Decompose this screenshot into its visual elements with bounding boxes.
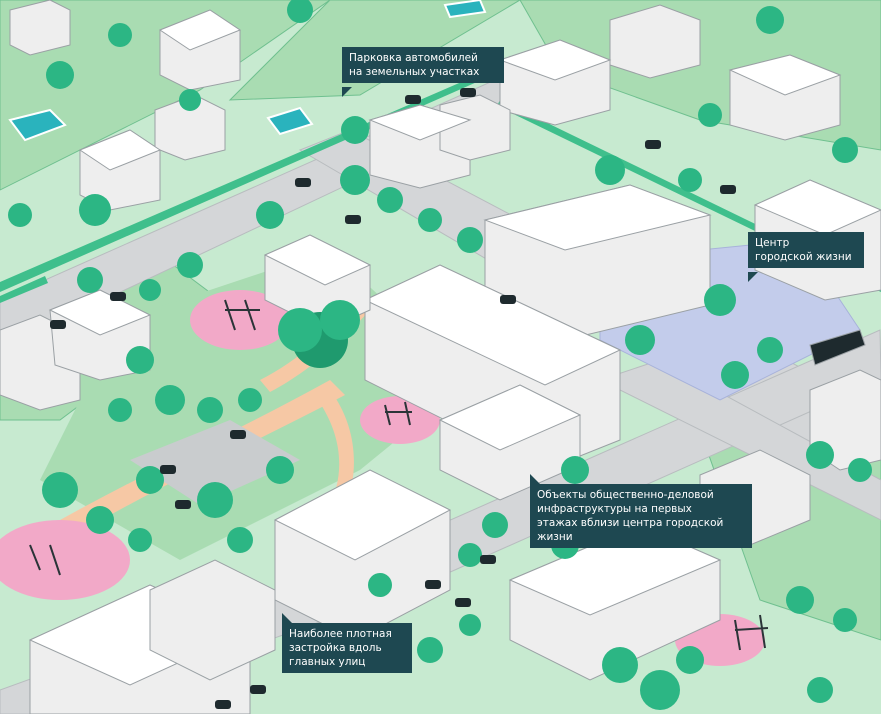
playground-equipment bbox=[29, 299, 769, 651]
trees bbox=[8, 0, 872, 710]
callout-parking-line-1: Парковка автомобилей bbox=[349, 52, 478, 64]
callout-city-center-line-2: городской жизни bbox=[755, 251, 852, 263]
callout-public-business-objects: Объекты общественно-деловой инфраструкту… bbox=[530, 484, 752, 548]
callout-dense-pointer bbox=[282, 613, 292, 623]
callout-dense-development: Наиболее плотная застройка вдоль главных… bbox=[282, 623, 412, 673]
callout-dense-line-2: застройка вдоль bbox=[289, 642, 382, 654]
pools bbox=[8, 0, 487, 142]
callout-objects-pointer bbox=[530, 474, 540, 484]
callout-city-center-pointer bbox=[748, 272, 758, 282]
callout-dense-line-3: главных улиц bbox=[289, 656, 366, 668]
callout-objects-line-4: жизни bbox=[537, 531, 573, 543]
callout-objects-line-3: этажах вблизи центра городской bbox=[537, 517, 724, 529]
callout-city-center: Центр городской жизни bbox=[748, 232, 864, 268]
callout-parking: Парковка автомобилей на земельных участк… bbox=[342, 47, 504, 83]
callout-parking-pointer bbox=[342, 87, 352, 97]
cars bbox=[50, 88, 736, 709]
callout-objects-line-1: Объекты общественно-деловой bbox=[537, 489, 714, 501]
callout-objects-line-2: инфраструктуры на первых bbox=[537, 503, 692, 515]
callout-dense-line-1: Наиболее плотная bbox=[289, 628, 392, 640]
callout-city-center-line-1: Центр bbox=[755, 237, 790, 249]
callout-parking-line-2: на земельных участках bbox=[349, 66, 480, 78]
parking-lot bbox=[130, 420, 300, 505]
